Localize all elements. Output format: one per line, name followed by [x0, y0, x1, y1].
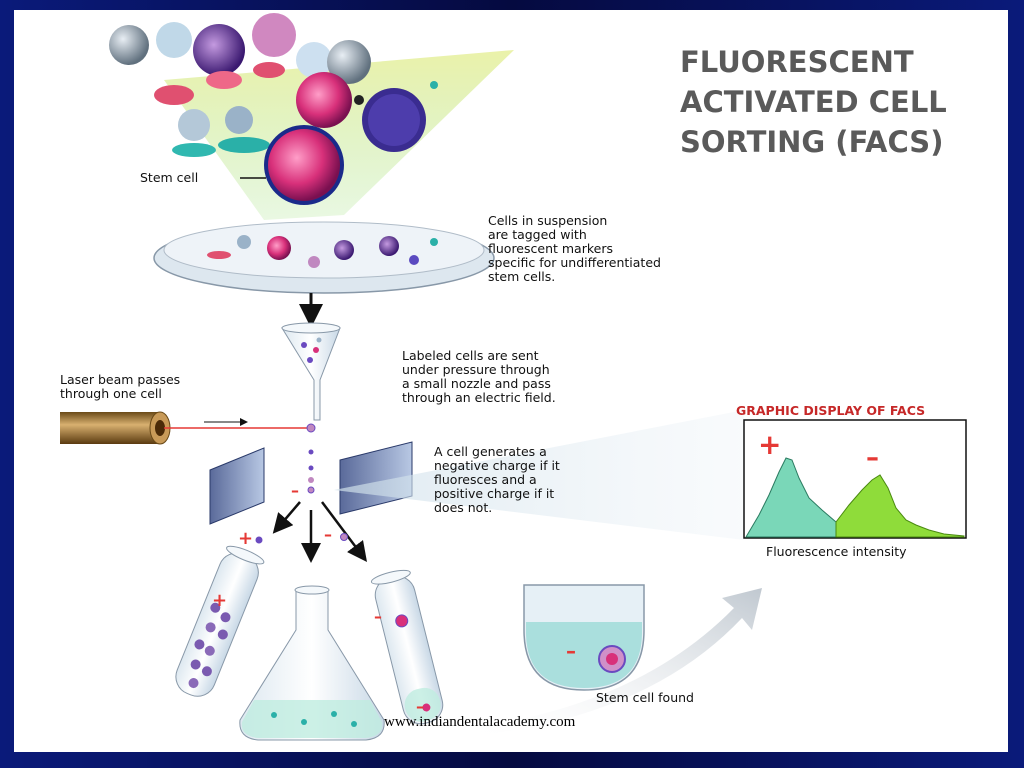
- charge-label: A cell generates a negative charge if it…: [434, 444, 560, 515]
- negative-tube-bottom-sign: –: [416, 697, 424, 716]
- cell-cluster-illustration: [109, 13, 514, 220]
- negative-tube: [370, 569, 444, 725]
- stem-cell-found-label: Stem cell found: [596, 690, 694, 705]
- result-arrow: [454, 588, 762, 738]
- charge-line-3: fluoresces and a: [434, 472, 537, 487]
- stem-tube-sign: –: [566, 639, 576, 663]
- suspension-label: Cells in suspension are tagged with fluo…: [488, 213, 661, 284]
- graph-plus-sign: +: [758, 428, 781, 461]
- facs-diagram: Stem cell Cells in suspension are tagged…: [60, 13, 967, 741]
- charge-line-2: negative charge if it: [434, 458, 560, 473]
- footer-url: www.indiandentalacademy.com: [384, 714, 576, 730]
- arrow-to-positive-tube: [272, 501, 301, 534]
- graph-minus-sign: –: [866, 443, 879, 473]
- graph-xlabel: Fluorescence intensity: [766, 544, 907, 559]
- suspension-line-3: fluorescent markers: [488, 241, 613, 256]
- suspension-line-2: are tagged with: [488, 227, 587, 242]
- positive-tube: [175, 545, 265, 697]
- graph-title: GRAPHIC DISPLAY OF FACS: [736, 403, 925, 418]
- charge-line-1: A cell generates a: [434, 444, 547, 459]
- suspension-line-1: Cells in suspension: [488, 213, 607, 228]
- charge-line-4: positive charge if it: [434, 486, 554, 501]
- projection-fan: [334, 410, 744, 540]
- negative-drop-sign: –: [324, 525, 332, 544]
- suspension-line-5: stem cells.: [488, 269, 555, 284]
- laser-device: [60, 411, 171, 445]
- negative-peak: [835, 474, 965, 538]
- left-plate: [209, 447, 265, 525]
- laser-line-1: Laser beam passes: [60, 372, 180, 387]
- suspension-line-4: specific for undifferentiated: [488, 255, 661, 270]
- laser-line-2: through one cell: [60, 386, 162, 401]
- stem-cell-label: Stem cell: [140, 170, 198, 185]
- stem-cell-tube-zoom: [523, 584, 645, 691]
- drop-minus-sign: –: [291, 481, 299, 500]
- labeled-line-1: Labeled cells are sent: [402, 348, 539, 363]
- slide-title: FLUORESCENT ACTIVATED CELL SORTING (FACS…: [680, 45, 947, 159]
- collection-flask: [239, 585, 385, 741]
- title-line-3: SORTING (FACS): [680, 125, 943, 159]
- positive-drop-sign: +: [238, 528, 253, 549]
- negative-tube-sign: –: [374, 607, 382, 626]
- labeled-cells-label: Labeled cells are sent under pressure th…: [402, 348, 556, 405]
- title-line-2: ACTIVATED CELL: [680, 85, 947, 119]
- nozzle: [281, 322, 341, 421]
- arrow-to-negative-tube: [321, 501, 367, 562]
- labeled-line-4: through an electric field.: [402, 390, 556, 405]
- slide: Stem cell Cells in suspension are tagged…: [14, 10, 1008, 752]
- labeled-line-3: a small nozzle and pass: [402, 376, 551, 391]
- petri-dish: [153, 221, 495, 294]
- positive-tube-sign: +: [212, 590, 227, 611]
- title-line-1: FLUORESCENT: [680, 45, 914, 79]
- cell-in-beam: [306, 423, 316, 433]
- facs-graph: [743, 419, 967, 539]
- labeled-line-2: under pressure through: [402, 362, 550, 377]
- charge-line-5: does not.: [434, 500, 492, 515]
- stem-cell-highlight: [268, 129, 340, 201]
